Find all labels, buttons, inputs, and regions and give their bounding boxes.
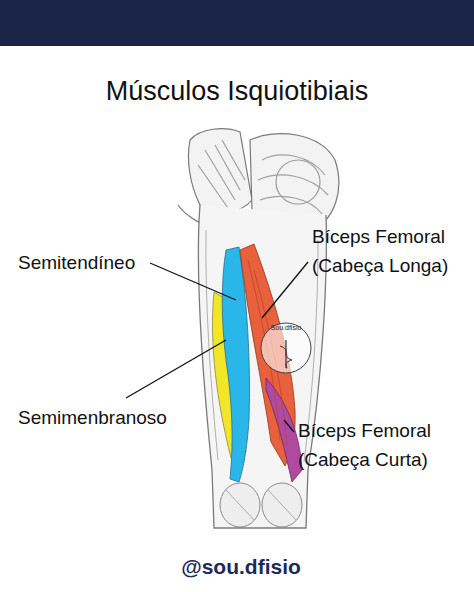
knee-sketch: [220, 483, 302, 527]
muscle-label: Semimenbranoso: [18, 403, 167, 432]
muscle-label: Bíceps Femoral (Cabeça Longa): [312, 222, 464, 281]
footer-handle: @sou.dfisio: [4, 553, 474, 580]
thigh-outline: [198, 205, 326, 528]
biceps-short-head-muscle: [266, 378, 302, 482]
logo-seal: [261, 323, 311, 373]
muscle-label: Bíceps Femoral (Cabeça Curta): [298, 416, 458, 475]
muscle-label: Semitendíneo: [18, 248, 135, 277]
logo-watermark: Sou.dfisio: [262, 324, 310, 332]
diagram-title: Músculos Isquiotibiais: [0, 74, 474, 109]
top-bar: [0, 0, 474, 46]
